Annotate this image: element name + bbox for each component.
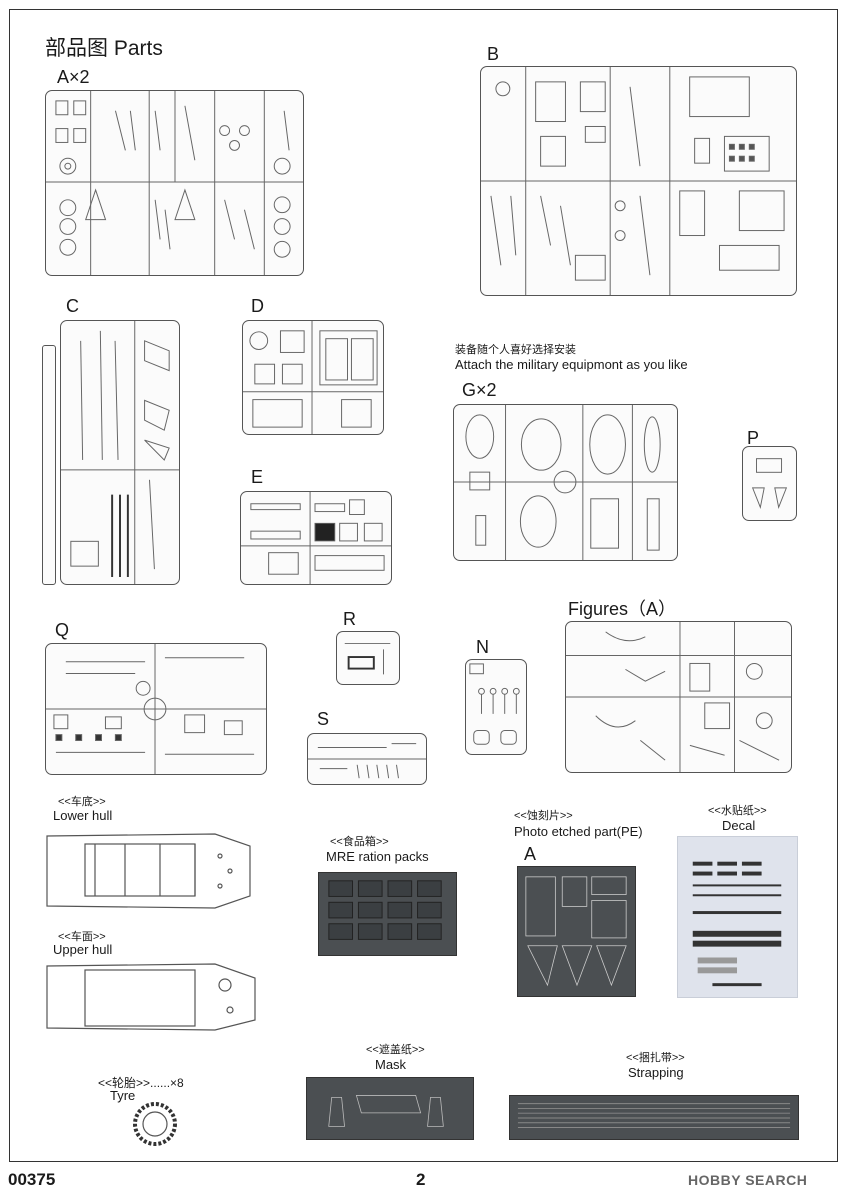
- upper-hull-label-en: Upper hull: [53, 942, 113, 957]
- pe-label-en: Photo etched part(PE): [514, 824, 643, 839]
- pe-sheet: [517, 866, 636, 997]
- optional-note-en: Attach the military equipmont as you lik…: [455, 357, 688, 372]
- tyre-label-en: Tyre: [110, 1088, 136, 1103]
- page-border: [9, 9, 838, 1162]
- sprue-label-n: N: [476, 637, 489, 657]
- decal-sheet: [677, 836, 798, 998]
- lower-hull-label-cn: <<车底>>: [58, 796, 106, 808]
- tyre-label-cn: <<轮胎>>......×8: [98, 1076, 184, 1090]
- lower-hull-drawing: [46, 833, 251, 909]
- strapping-label-cn: <<捆扎带>>: [626, 1052, 685, 1064]
- mask-label-en: Mask: [375, 1057, 407, 1072]
- strapping-label-en: Strapping: [628, 1065, 684, 1080]
- sprue-label-e: E: [251, 467, 264, 487]
- sprue-figures-drawing: [565, 621, 792, 773]
- sprue-a-drawing: [45, 90, 304, 276]
- sprue-n-drawing: [465, 659, 527, 755]
- sprue-s-drawing: [307, 733, 427, 785]
- pe-sheet-letter: A: [524, 844, 537, 864]
- mre-label-cn: <<食品箱>>: [330, 836, 389, 848]
- sprue-label-r: R: [343, 609, 356, 629]
- mask-sheet: [306, 1077, 474, 1140]
- sprue-label-s: S: [317, 709, 330, 729]
- upper-hull-label-cn: <<车面>>: [58, 931, 106, 943]
- sprue-label-figures: Figures（A）: [568, 599, 677, 619]
- mask-label-cn: <<遮盖纸>>: [366, 1044, 425, 1056]
- sprue-label-g: G×2: [462, 380, 497, 400]
- mre-label-en: MRE ration packs: [326, 849, 429, 864]
- sprue-r-drawing: [336, 631, 400, 685]
- sprue-label-c: C: [66, 296, 79, 316]
- sprue-p-drawing: [742, 446, 797, 521]
- lower-hull-label-en: Lower hull: [53, 808, 113, 823]
- upper-hull-drawing: [46, 963, 256, 1031]
- tyre-drawing: [133, 1102, 177, 1146]
- strapping-sheet: [509, 1095, 799, 1140]
- sprue-c-side-parts: [42, 345, 56, 585]
- sprue-label-b: B: [487, 44, 500, 64]
- sprue-label-p: P: [747, 428, 760, 448]
- pe-label-cn: <<蚀刻片>>: [514, 810, 573, 822]
- sprue-g-drawing: [453, 404, 678, 561]
- sprue-e-drawing: [240, 491, 392, 585]
- product-code: 00375: [8, 1170, 56, 1189]
- sprue-c-drawing: [60, 320, 180, 585]
- decal-label-en: Decal: [722, 818, 756, 833]
- page-number: 2: [416, 1170, 426, 1189]
- sprue-b-drawing: [480, 66, 797, 296]
- sprue-label-q: Q: [55, 620, 70, 640]
- decal-label-cn: <<水贴纸>>: [708, 805, 767, 817]
- sprue-q-drawing: [45, 643, 267, 775]
- sprue-label-d: D: [251, 296, 264, 316]
- optional-note-cn: 装备随个人喜好选择安装: [455, 344, 576, 356]
- page-title: 部品图 Parts: [45, 37, 163, 60]
- sprue-d-drawing: [242, 320, 384, 435]
- sprue-label-a: A×2: [57, 67, 90, 87]
- brand-watermark: HOBBY SEARCH: [688, 1172, 808, 1188]
- mre-sheet: [318, 872, 457, 956]
